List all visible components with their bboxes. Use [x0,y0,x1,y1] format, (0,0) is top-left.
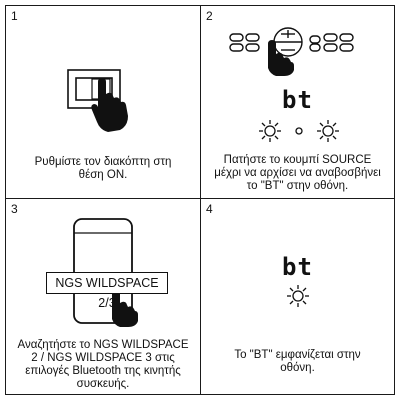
indicator-icon [287,285,309,307]
step-3-panel: 3 NGS WILDSPACE 2/3 Αναζητήστε το NGS WI… [5,198,201,395]
step-2-display-text: bt [282,86,313,114]
step-1-caption-line-1: Ρυθμίστε τον διακόπτη στη [34,156,172,168]
switch-press-icon [67,69,128,132]
step-4-display-text: bt [282,253,313,281]
step-1-number: 1 [11,9,18,23]
step-1-caption-line-2: θέση ON. [78,169,128,181]
step-2-caption: Πατήστε το κουμπί SOURCE μέχρι να αρχίσε… [205,154,390,193]
step-3-caption-line-3: επιλογές Bluetooth της κινητής [25,365,181,377]
control-panel-icon [229,27,354,76]
device-name-box[interactable]: NGS WILDSPACE 2/3 [46,272,168,310]
step-3-caption-line-2: 2 / NGS WILDSPACE 3 στις [31,352,175,364]
step-4-caption-line-1: Το "BT" εμφανίζεται στην [234,349,361,361]
step-2-caption-line-3: το "BT" στην οθόνη. [246,180,349,192]
device-name-text: NGS WILDSPACE 2/3 [55,276,159,310]
step-2-number: 2 [206,9,213,23]
step-1-panel: 1 Ρυθμίστε τον διακόπτη στη θέση ON. [5,5,201,199]
step-4-caption-line-2: οθόνη. [280,362,315,374]
phone-icon [73,218,138,327]
step-3-number: 3 [11,202,18,216]
step-3-caption: Αναζητήστε το NGS WILDSPACE 2 / NGS WILD… [10,339,196,391]
blinking-indicator-icon [259,120,339,142]
step-3-caption-line-4: συσκευής. [76,378,130,390]
step-1-caption: Ρυθμίστε τον διακόπτη στη θέση ON. [10,156,196,182]
step-2-caption-line-1: Πατήστε το κουμπί SOURCE [223,154,372,166]
instruction-grid: 1 Ρυθμίστε τον διακόπτη στη θέση ON. 2 [5,5,395,395]
step-4-caption: Το "BT" εμφανίζεται στην οθόνη. [205,349,390,375]
step-2-caption-line-2: μέχρι να αρχίσει να αναβοσβήνει [214,167,381,179]
step-4-panel: 4 bt Το "BT" εμφανίζεται στην οθόνη. [200,198,395,395]
step-2-panel: 2 bt [200,5,395,199]
step-3-caption-line-1: Αναζητήστε το NGS WILDSPACE [17,339,189,351]
step-4-number: 4 [206,202,213,216]
